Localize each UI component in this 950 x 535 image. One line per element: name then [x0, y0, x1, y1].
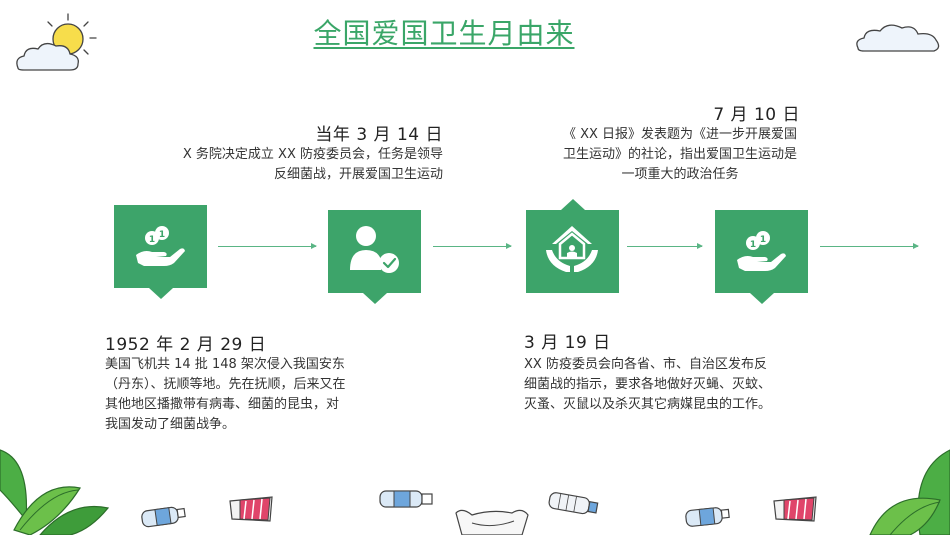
leaves-icon: [869, 449, 950, 535]
timeline-arrow: [627, 243, 703, 249]
event-desc: 美国飞机共 14 批 148 架次侵入我国安东（丹东）、抚顺等地。先在抚顺，后来…: [105, 357, 346, 432]
timeline-node: 1 1: [114, 205, 207, 299]
event-desc: X 务院决定成立 XX 防疫委员会，任务是领导反细菌战，开展爱国卫生运动: [182, 147, 443, 182]
timeline-node: [328, 210, 421, 304]
bottle-icon: [685, 507, 730, 527]
hand-coins-icon: 1 1: [737, 231, 786, 271]
bottle-icon: [141, 506, 186, 528]
cup-icon: [773, 496, 817, 522]
timeline-arrow: [433, 243, 512, 249]
event-date: 7 月 10 日: [713, 105, 800, 125]
timeline-node: [526, 199, 619, 293]
bottle-icon: [548, 492, 599, 515]
sun-cloud-icon: [16, 13, 97, 71]
leaves-icon: [0, 449, 110, 535]
user-check-icon: [350, 226, 399, 273]
event-desc: XX 防疫委员会向各省、市、自治区发布反细菌战的指示，要求各地做好灭蝇、灭蚊、灭…: [524, 357, 772, 412]
cloud-icon: [856, 24, 940, 52]
event-date: 3 月 19 日: [524, 333, 611, 353]
timeline-node: 1 1: [715, 210, 808, 304]
timeline-arrow: [218, 243, 317, 249]
cup-icon: [229, 496, 273, 522]
hand-coins-icon: 1 1: [136, 226, 185, 266]
page-title: 全国爱国卫生月由来: [313, 17, 575, 50]
event-date: 1952 年 2 月 29 日: [105, 335, 267, 355]
svg-text:1: 1: [149, 235, 155, 245]
house-hands-icon: [546, 226, 598, 272]
event-desc: 《 XX 日报》发表题为《进一步开展爱国卫生运动》的社论，指出爱国卫生运动是一项…: [562, 127, 798, 182]
svg-text:1: 1: [750, 240, 756, 250]
svg-text:1: 1: [159, 230, 165, 240]
bottle-icon: [379, 490, 433, 508]
event-date: 当年 3 月 14 日: [315, 125, 443, 145]
plastic-bag-icon: [455, 509, 529, 535]
timeline-arrow: [820, 243, 919, 249]
svg-text:1: 1: [760, 235, 766, 245]
